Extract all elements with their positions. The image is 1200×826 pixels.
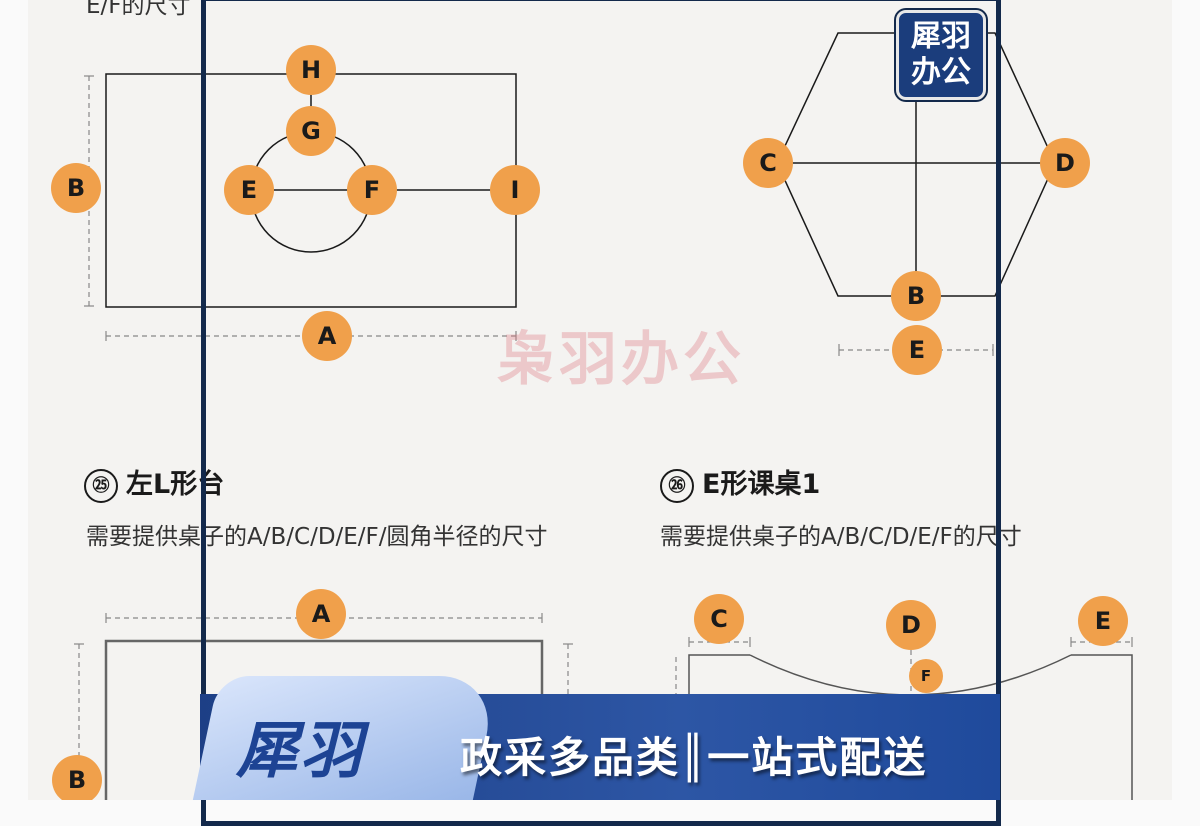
- label-b: B: [52, 755, 102, 800]
- diagram-line: [224, 165, 274, 215]
- diagram-line: [892, 325, 942, 375]
- section-25-description: 需要提供桌子的A/B/C/D/E/F/圆角半径的尺寸: [86, 524, 548, 550]
- label-f: F: [347, 165, 397, 215]
- label-d: D: [886, 600, 936, 650]
- label-e: E: [892, 325, 942, 375]
- diagram-line: [296, 589, 346, 639]
- label-text: H: [301, 56, 321, 84]
- section-number: ㉕: [84, 468, 118, 503]
- diagram-line: [1078, 596, 1128, 646]
- label-text: F: [921, 667, 931, 685]
- label-c: C: [743, 138, 793, 188]
- section-title: E形课桌1: [702, 469, 821, 500]
- label-text: D: [901, 611, 921, 639]
- label-b: B: [891, 271, 941, 321]
- label-text: D: [1055, 149, 1075, 177]
- label-e: E: [1078, 596, 1128, 646]
- section-title: 左L形台: [126, 469, 225, 500]
- label-c: C: [694, 594, 744, 644]
- diagram-line: [743, 138, 793, 188]
- label-text: C: [710, 605, 728, 633]
- label-a: A: [296, 589, 346, 639]
- diagram-line: [1071, 654, 1133, 800]
- logo-line-1: 犀羽: [911, 19, 971, 54]
- diagram-line: [286, 45, 336, 95]
- section-26-heading: ㉖ E形课桌1: [660, 462, 820, 503]
- diagram-line: [347, 165, 397, 215]
- banner-brand: 犀羽: [236, 714, 365, 787]
- label-text: A: [312, 600, 331, 628]
- label-text: B: [67, 174, 85, 202]
- label-d: D: [1040, 138, 1090, 188]
- diagram-line: [286, 106, 336, 156]
- label-text: B: [907, 282, 925, 310]
- diagram-line: [490, 165, 540, 215]
- label-text: A: [318, 322, 337, 350]
- label-text: E: [1095, 607, 1111, 635]
- diagram-line: [886, 600, 936, 650]
- section-number: ㉖: [660, 468, 694, 503]
- page-background: [28, 0, 1172, 800]
- diagram-line: [302, 311, 352, 361]
- label-text: E: [909, 336, 925, 364]
- diagrams: H G E F I B A C D B E A B C D E F: [51, 32, 1133, 800]
- label-text: G: [301, 117, 321, 145]
- label-text: F: [364, 176, 380, 204]
- section-26-description: 需要提供桌子的A/B/C/D/E/F的尺寸: [660, 524, 1022, 550]
- banner-slogan: 政采多品类║一站式配送: [460, 733, 928, 782]
- logo-line-2: 办公: [911, 55, 971, 90]
- label-a: A: [302, 311, 352, 361]
- label-g: G: [286, 106, 336, 156]
- brand-logo-badge: 犀羽办公: [896, 10, 986, 100]
- watermark-text: 枭羽办公: [497, 325, 746, 393]
- label-text: C: [759, 149, 777, 177]
- label-e: E: [224, 165, 274, 215]
- label-f: F: [909, 659, 943, 693]
- top-left-diagram: H G E F I B A: [51, 45, 540, 361]
- top-right-hexagon-diagram: C D B E: [743, 32, 1090, 375]
- diagram-line: [52, 755, 102, 800]
- label-text: B: [68, 766, 86, 794]
- diagram-line: [891, 271, 941, 321]
- label-i: I: [490, 165, 540, 215]
- diagram-line: [1040, 138, 1090, 188]
- label-h: H: [286, 45, 336, 95]
- diagram-line: [909, 659, 943, 693]
- label-b: B: [51, 163, 101, 213]
- label-text: E: [241, 176, 257, 204]
- diagram-line: [51, 163, 101, 213]
- label-text: I: [511, 176, 520, 204]
- top-description-fragment: E/F的尺寸: [86, 0, 191, 19]
- diagram-line: [694, 594, 744, 644]
